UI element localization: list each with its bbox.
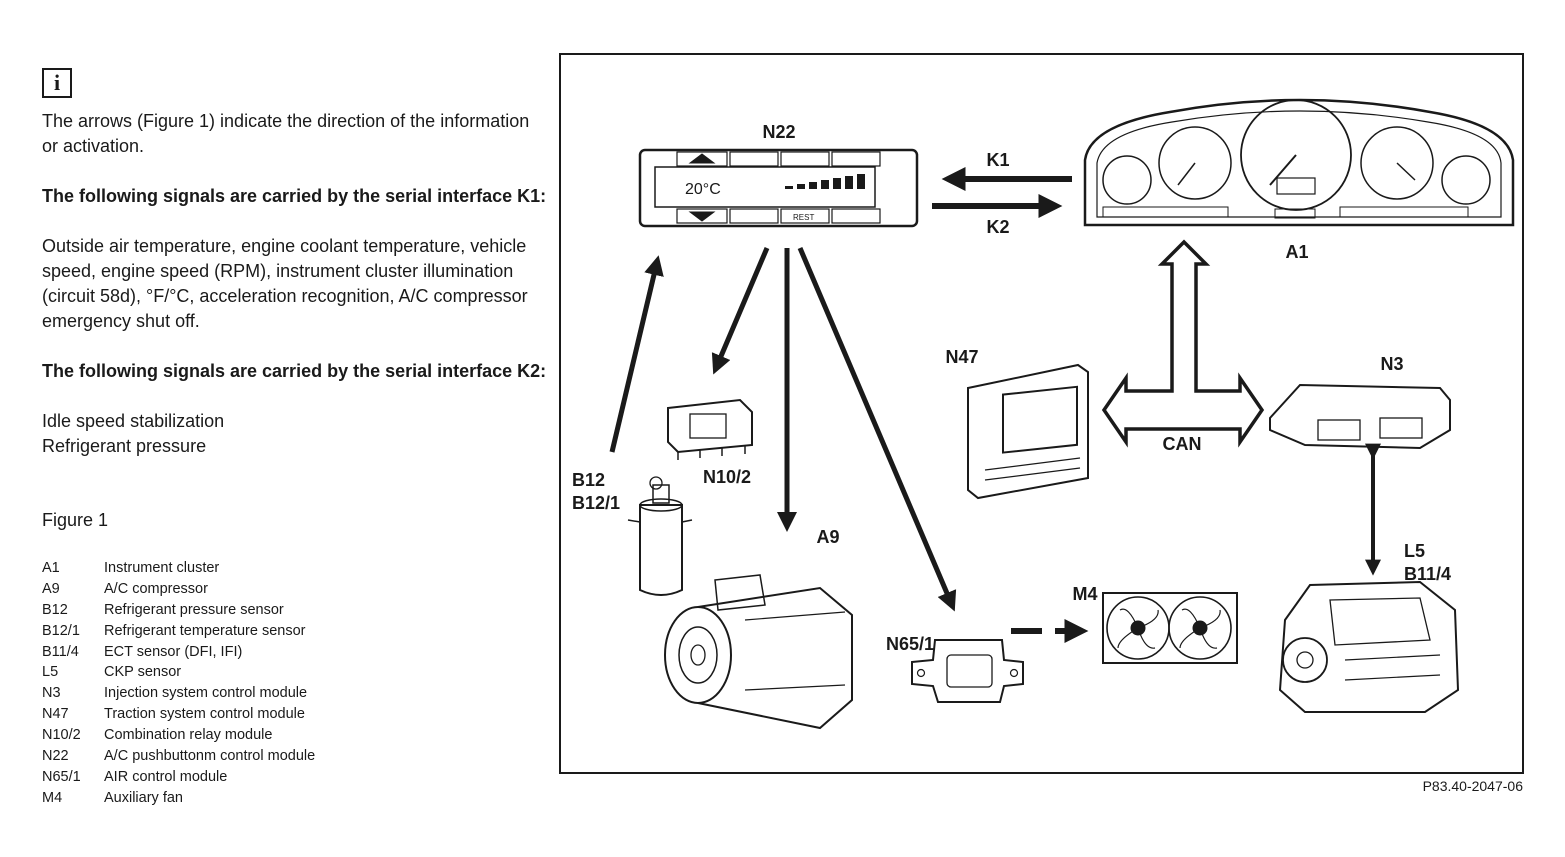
legend-code: A9	[42, 580, 60, 597]
k2-signals: Idle speed stabilization Refrigerant pre…	[42, 409, 547, 459]
a9-compressor	[664, 574, 853, 730]
legend-label: CKP sensor	[104, 664, 182, 681]
label-n3: N3	[1380, 354, 1403, 374]
legend-item: A1 Instrument cluster	[42, 560, 315, 581]
legend-code: M4	[42, 789, 63, 806]
label-n10-2: N10/2	[703, 467, 751, 487]
m4-auxiliary-fan	[1102, 592, 1238, 664]
label-b12-1: B12/1	[572, 493, 620, 513]
intro-paragraph: The arrows (Figure 1) indicate the direc…	[42, 111, 530, 156]
legend-label: Auxiliary fan	[104, 789, 183, 806]
left-text-column: i The arrows (Figure 1) indicate the dir…	[0, 0, 555, 857]
panel-reset-label: REST	[793, 213, 814, 222]
label-m4: M4	[1072, 584, 1097, 604]
legend-label: Instrument cluster	[104, 560, 220, 576]
legend-code: A1	[42, 560, 60, 576]
legend-code: N47	[42, 706, 69, 723]
label-k2: K2	[986, 217, 1009, 237]
b12-refrigerant-sensor	[627, 476, 693, 596]
n3-injection-module	[1269, 383, 1451, 450]
legend-item: N47 Traction system control module	[42, 706, 315, 727]
legend-item: M4 Auxiliary fan	[42, 790, 315, 811]
legend-item: B12/1 Refrigerant temperature sensor	[42, 623, 315, 644]
n10-2-relay-module	[667, 398, 753, 460]
legend-code: B12/1	[42, 622, 80, 639]
legend-label: Combination relay module	[104, 727, 273, 744]
label-n65-1: N65/1	[886, 634, 934, 654]
a1-instrument-cluster	[1083, 98, 1515, 227]
legend-code: B11/4	[42, 643, 79, 660]
n65-1-air-module	[911, 639, 1024, 703]
label-can: CAN	[1163, 434, 1202, 454]
label-n22: N22	[762, 122, 795, 142]
legend-label: Refrigerant temperature sensor	[104, 622, 306, 639]
label-n47: N47	[945, 347, 978, 367]
legend-label: Traction system control module	[104, 706, 305, 723]
diagram-frame	[559, 53, 1524, 774]
k1-heading: The following signals are carried by the…	[42, 186, 547, 206]
legend-item: L5 CKP sensor	[42, 664, 315, 685]
label-a9: A9	[816, 527, 839, 547]
can-bus-arrow	[1101, 239, 1265, 448]
legend-item: N3 Injection system control module	[42, 685, 315, 706]
legend-label: AIR control module	[104, 768, 228, 785]
system-diagram: 20°C REST N22 A1 K1 K2 CAN N47	[559, 53, 1524, 774]
n47-traction-module	[967, 363, 1089, 500]
label-a1: A1	[1285, 242, 1308, 262]
k2-signal-line: Refrigerant pressure	[42, 436, 207, 456]
legend-code: N65/1	[42, 768, 81, 785]
legend-code: N10/2	[42, 727, 81, 744]
legend-code: L5	[42, 664, 59, 681]
legend-label: Refrigerant pressure sensor	[104, 601, 284, 618]
k2-signal-line: Idle speed stabilization	[42, 411, 225, 431]
b12-to-n22-arrow	[609, 255, 664, 453]
figure-reference-code: P83.40-2047-06	[1422, 778, 1523, 794]
n22-to-n65-1-arrow	[797, 247, 957, 612]
legend-label: A/C pushbuttonm control module	[104, 748, 316, 765]
label-b12: B12	[572, 470, 605, 490]
legend-code: N22	[42, 748, 69, 765]
label-k1: K1	[986, 150, 1009, 170]
n22-control-panel	[638, 148, 919, 228]
panel-temperature: 20°C	[685, 181, 721, 198]
legend-item: A9 A/C compressor	[42, 581, 315, 602]
legend-label: A/C compressor	[104, 580, 208, 597]
label-l5: L5	[1404, 541, 1425, 561]
legend-code: B12	[42, 601, 68, 618]
legend-label: Injection system control module	[104, 685, 308, 702]
k2-heading: The following signals are carried by the…	[42, 361, 547, 381]
k1-signals: Outside air temperature, engine coolant …	[42, 236, 528, 331]
legend-code: N3	[42, 685, 61, 702]
info-icon: i	[42, 68, 72, 98]
legend-item: B12 Refrigerant pressure sensor	[42, 602, 315, 623]
legend-label: ECT sensor (DFI, IFI)	[104, 643, 243, 660]
engine-block	[1278, 580, 1460, 713]
legend-item: N22 A/C pushbuttonm control module	[42, 748, 315, 769]
n22-to-n10-2-arrow	[711, 247, 770, 375]
legend-item: B11/4 ECT sensor (DFI, IFI)	[42, 644, 315, 665]
figure-title: Figure 1	[42, 510, 109, 530]
legend-item: N65/1 AIR control module	[42, 769, 315, 790]
component-legend: A1 Instrument cluster A9 A/C compressor B1…	[42, 560, 315, 811]
label-b11-4: B11/4	[1404, 564, 1451, 584]
legend-item: N10/2 Combination relay module	[42, 727, 315, 748]
